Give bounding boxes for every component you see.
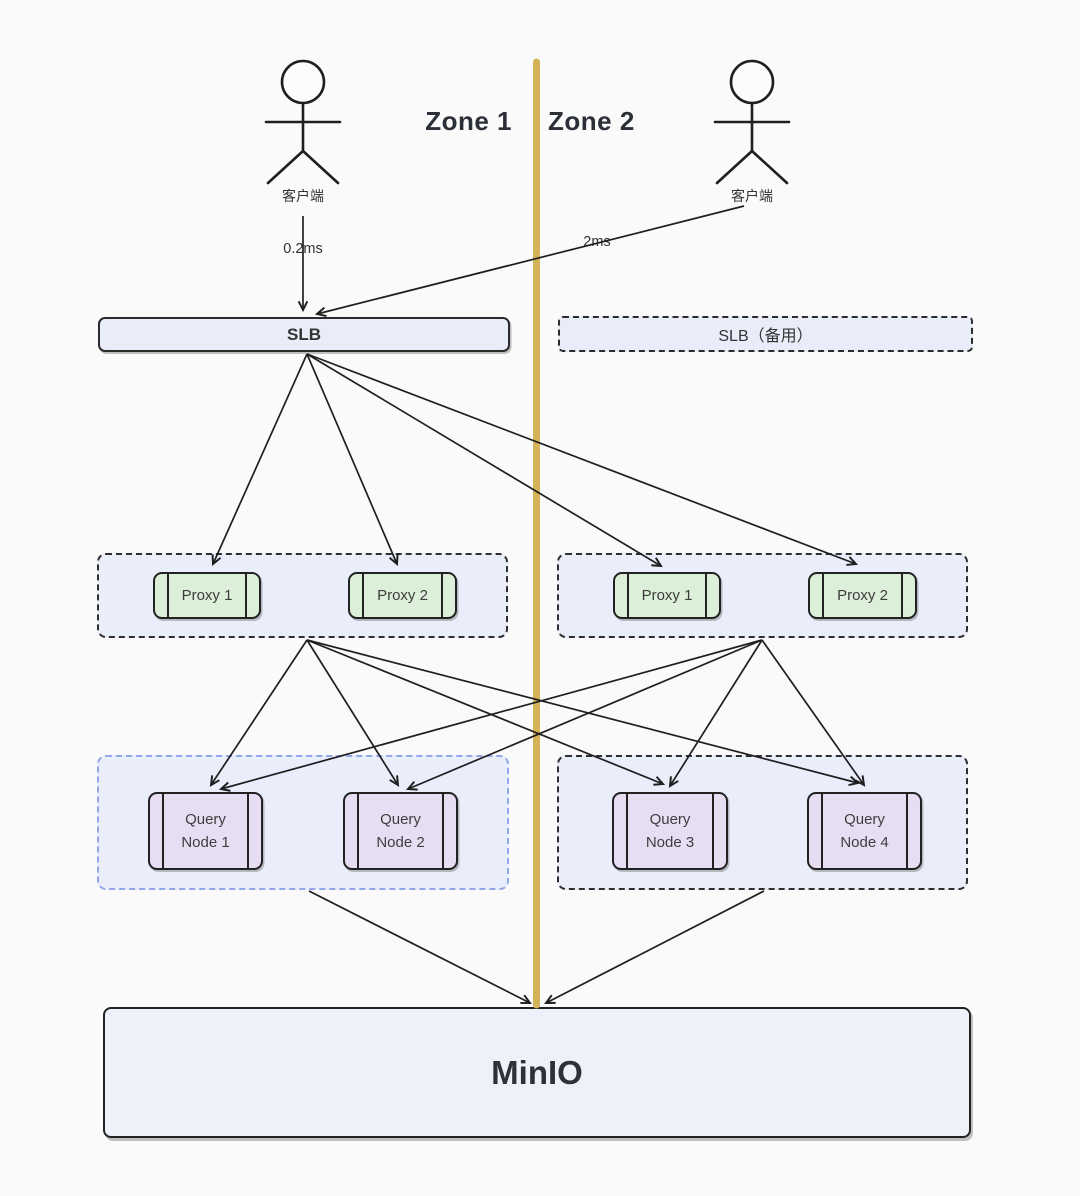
slb-node: SLB <box>98 317 510 352</box>
client-2-label: 客户端 <box>731 188 773 204</box>
zone-2-label: Zone 2 <box>548 106 635 136</box>
proxy-1-zone2: Proxy 1 <box>613 572 721 619</box>
zone-1-label: Zone 1 <box>425 106 512 136</box>
proxy-1-zone2-label: Proxy 1 <box>641 587 693 604</box>
slb-label: SLB <box>287 324 321 344</box>
latency-label-0-2ms: 0.2ms <box>272 240 334 258</box>
query-node-2: Query Node 2 <box>343 792 458 870</box>
proxy-2-zone2: Proxy 2 <box>808 572 917 619</box>
proxy-right-bar <box>705 574 707 617</box>
client-2-actor-icon <box>713 59 791 185</box>
query-left-bar <box>626 794 628 868</box>
proxy-1-zone1-label: Proxy 1 <box>181 587 233 604</box>
query-left-bar <box>357 794 359 868</box>
arrow-qnz2-minio <box>546 890 765 1003</box>
query-right-bar <box>712 794 714 868</box>
slb-backup-node: SLB（备用） <box>558 316 973 352</box>
query-node-3: Query Node 3 <box>612 792 728 870</box>
client-1-label: 客户端 <box>282 188 324 204</box>
query-node-1: Query Node 1 <box>148 792 263 870</box>
query-node-1-label: Query Node 1 <box>181 810 230 851</box>
minio-node: MinIO <box>103 1007 971 1138</box>
query-node-4: Query Node 4 <box>807 792 922 870</box>
arrow-slb-proxy1-z1 <box>213 353 308 564</box>
query-right-bar <box>247 794 249 868</box>
arrow-slb-proxy2-z2 <box>306 353 856 564</box>
query-right-bar <box>442 794 444 868</box>
client-1-actor-icon <box>264 59 342 185</box>
proxy-2-zone2-label: Proxy 2 <box>837 587 888 604</box>
minio-label: MinIO <box>491 1053 583 1091</box>
arrow-qnz1-minio <box>308 890 530 1003</box>
query-node-2-label: Query Node 2 <box>376 810 425 851</box>
proxy-left-bar <box>822 574 824 617</box>
query-node-3-label: Query Node 3 <box>645 810 695 851</box>
query-right-bar <box>906 794 908 868</box>
proxy-left-bar <box>627 574 629 617</box>
arrow-slb-proxy2-z1 <box>306 353 397 564</box>
proxy-right-bar <box>441 574 443 617</box>
latency-label-2ms: 2ms <box>572 233 622 251</box>
proxy-right-bar <box>245 574 247 617</box>
proxy-2-zone1: Proxy 2 <box>348 572 457 619</box>
arrow-client2-slb <box>317 205 745 314</box>
slb-backup-label: SLB（备用） <box>718 328 813 345</box>
query-left-bar <box>821 794 823 868</box>
arrow-slb-proxy1-z2 <box>306 353 661 566</box>
proxy-left-bar <box>362 574 364 617</box>
query-left-bar <box>162 794 164 868</box>
query-node-4-label: Query Node 4 <box>840 810 889 851</box>
proxy-2-zone1-label: Proxy 2 <box>377 587 428 604</box>
proxy-left-bar <box>167 574 169 617</box>
proxy-right-bar <box>901 574 903 617</box>
proxy-1-zone1: Proxy 1 <box>153 572 261 619</box>
